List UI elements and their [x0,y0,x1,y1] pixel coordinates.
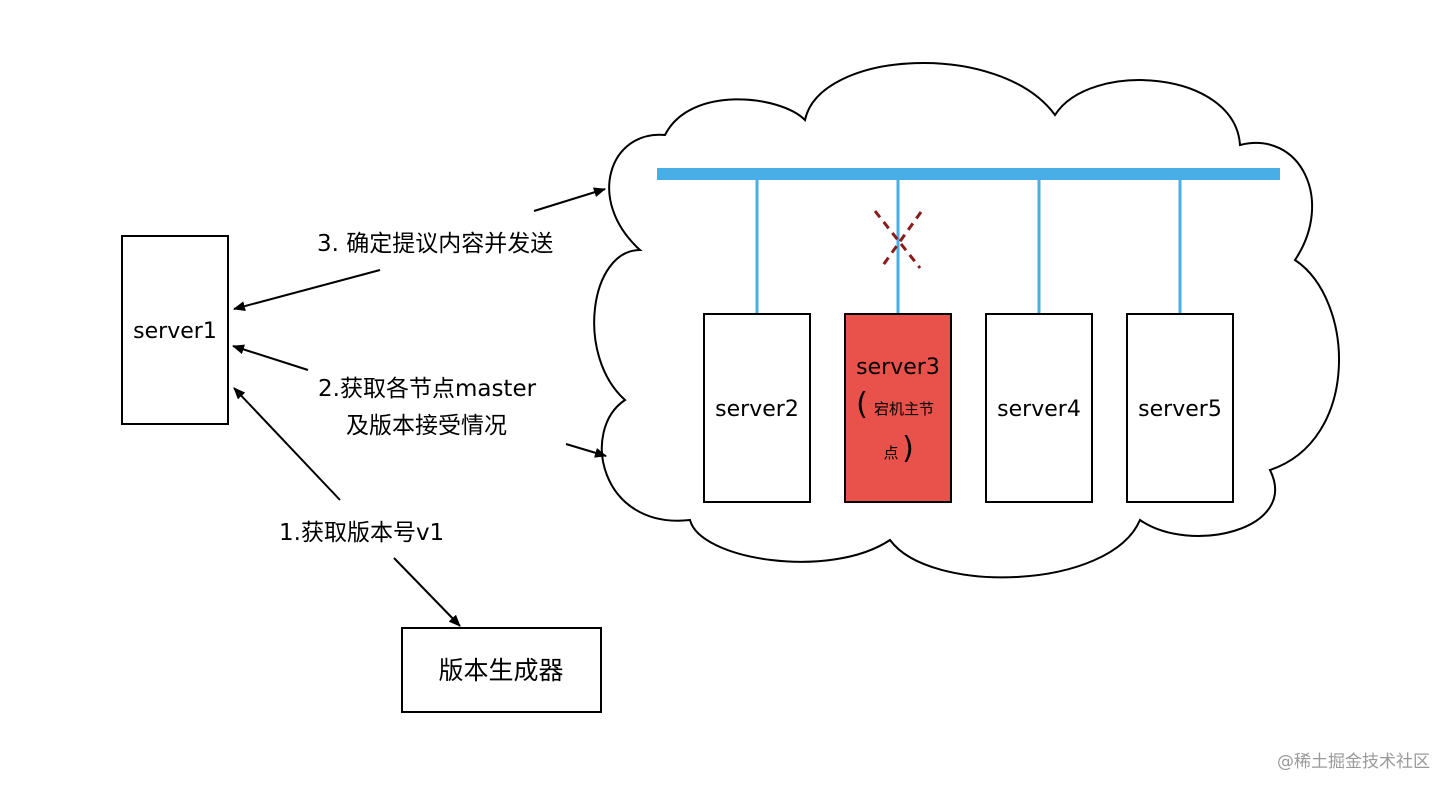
arrow-step3-to-cloud [533,187,606,212]
failure-x-icon [873,210,923,269]
server3-paren-open: ( [856,387,868,422]
network-bus [657,168,1280,180]
edge-label-step2-line2: 及版本接受情况 [346,413,507,439]
server5-label: server5 [1138,397,1222,422]
server2-label: server2 [715,397,799,422]
edge-label-step3: 3. 确定提议内容并发送 [317,231,553,257]
arrow-step2-to-server1 [232,344,309,371]
server5-box [1126,313,1234,503]
edge-label-step1: 1.获取版本号v1 [279,520,444,546]
server2-box [703,313,811,503]
server4-label: server4 [997,397,1081,422]
server3-note-line1: 宕机主节 [874,400,934,418]
server4-box [985,313,1093,503]
server1-box [121,235,229,425]
server3-box [844,313,952,503]
edge-label-step2-line1: 2.获取各节点master [318,376,537,402]
arrow-step1-to-server1 [233,387,341,501]
server3-paren-close: ) [902,431,914,466]
server3-label: server3 [856,355,940,380]
server1-label: server1 [133,319,217,344]
arrow-step1-to-generator [393,557,461,627]
watermark: @稀土掘金技术社区 [1277,752,1430,772]
server3-note-line2: 点 [883,444,898,462]
version-generator-label: 版本生成器 [438,656,563,685]
version-generator-box [401,627,602,713]
arrow-step2-to-cloud [565,443,607,458]
arrow-step3-to-server1 [233,269,381,311]
